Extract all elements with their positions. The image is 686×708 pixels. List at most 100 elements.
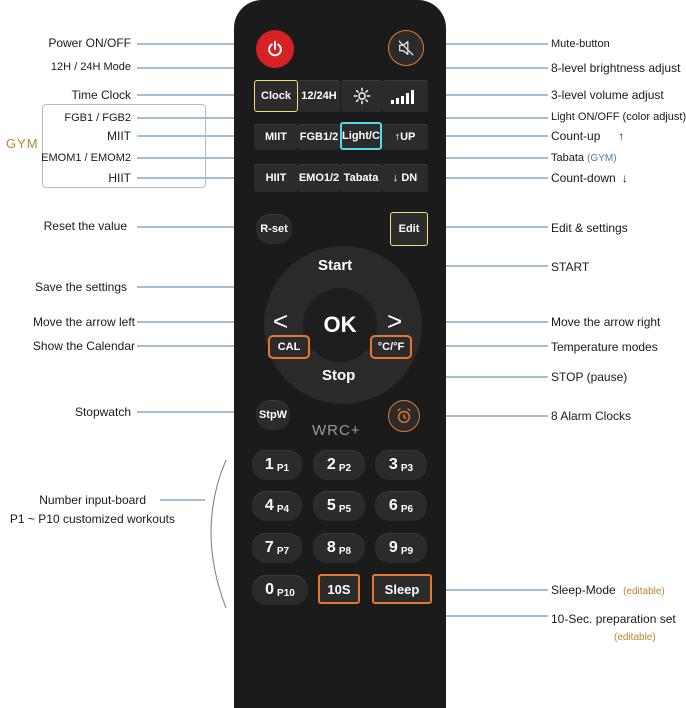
right-arrow-button[interactable]: > <box>387 306 403 336</box>
label-count-down-text: Count-down <box>551 171 616 185</box>
label-edit: Edit & settings <box>551 221 628 235</box>
clock-button[interactable]: Clock <box>254 80 298 112</box>
mute-button[interactable] <box>388 30 424 66</box>
ok-button[interactable]: OK <box>303 288 377 362</box>
label-tabata-text: Tabata <box>551 152 585 164</box>
num-8-preset: P8 <box>338 545 352 557</box>
gym-bracket <box>42 104 206 188</box>
hiit-button[interactable]: HIIT <box>254 164 298 192</box>
stopwatch-button[interactable]: StpW <box>256 400 290 430</box>
volume-button[interactable] <box>382 80 428 112</box>
num-6-digit: 6 <box>388 497 398 514</box>
label-workouts: P1 ~ P10 customized workouts <box>9 512 175 526</box>
power-button[interactable] <box>256 30 294 68</box>
left-arrow-button[interactable]: < <box>273 306 289 336</box>
start-button[interactable]: Start <box>318 257 353 274</box>
label-save: Save the settings <box>34 280 127 294</box>
label-number-board: Number input-board <box>39 493 146 507</box>
label-prep-note: (editable) <box>614 632 656 643</box>
num-6-preset: P6 <box>400 503 414 515</box>
num-2-preset: P2 <box>338 462 352 474</box>
label-emom: EMOM1 / EMOM2 <box>41 152 131 164</box>
count-down-arrow-icon: ↓ <box>621 171 628 185</box>
num-4-digit: 4 <box>264 497 274 514</box>
mute-speaker-icon <box>398 40 414 56</box>
light-button[interactable]: Light/C <box>340 122 382 150</box>
label-count-up: Count-up ↑ <box>551 129 624 143</box>
num-9-preset: P9 <box>400 545 414 557</box>
label-power: Power ON/OFF <box>48 36 131 50</box>
brightness-button[interactable] <box>341 80 382 112</box>
num-5-digit: 5 <box>326 497 336 514</box>
emom-button[interactable]: EMO1/2 <box>298 164 340 192</box>
brand-logo: WRC+ <box>312 422 361 439</box>
label-brightness: 8-level brightness adjust <box>551 61 681 75</box>
num-8-digit: 8 <box>326 539 336 556</box>
label-prep: 10-Sec. preparation set <box>551 612 676 626</box>
num-3-digit: 3 <box>388 456 398 473</box>
label-tabata: Tabata (GYM) <box>551 151 617 166</box>
sleep-button[interactable]: Sleep <box>372 574 432 604</box>
stop-button[interactable]: Stop <box>322 367 356 384</box>
label-temp: Temperature modes <box>551 340 658 354</box>
count-up-arrow-icon: ↑ <box>618 129 625 143</box>
label-time-clock: Time Clock <box>71 88 131 102</box>
alarm-button[interactable] <box>388 400 420 432</box>
tabata-button[interactable]: Tabata <box>340 164 382 192</box>
down-button[interactable]: ↓ DN <box>382 164 428 192</box>
label-light: Light ON/OFF (color adjust) <box>551 110 686 124</box>
calendar-button[interactable]: CAL <box>268 335 310 359</box>
sun-icon <box>353 87 370 105</box>
label-stop: STOP (pause) <box>551 370 628 384</box>
num-1-digit: 1 <box>264 456 274 473</box>
label-alarm: 8 Alarm Clocks <box>551 409 632 423</box>
power-icon <box>268 40 282 57</box>
label-move-right: Move the arrow right <box>551 315 661 329</box>
num-2-digit: 2 <box>326 456 336 473</box>
label-light-text: Light ON/OFF <box>551 111 620 123</box>
num-9-digit: 9 <box>388 539 398 556</box>
num-4-preset: P4 <box>276 503 290 515</box>
num-3-preset: P3 <box>400 462 414 474</box>
num-7-digit: 7 <box>264 539 274 556</box>
label-calendar: Show the Calendar <box>32 339 135 353</box>
edit-button[interactable]: Edit <box>390 212 428 246</box>
12-24h-button[interactable]: 12/24H <box>298 80 340 112</box>
miit-button[interactable]: MIIT <box>254 124 298 150</box>
label-count-up-text: Count-up <box>551 129 601 143</box>
num-1-preset: P1 <box>276 462 290 474</box>
label-miit: MIIT <box>107 129 131 143</box>
label-stopwatch: Stopwatch <box>74 405 131 419</box>
ten-seconds-button[interactable]: 10S <box>318 574 360 604</box>
label-count-down: Count-down ↓ <box>551 171 628 185</box>
fgb-button[interactable]: FGB1/2 <box>298 124 340 150</box>
reset-button[interactable]: R-set <box>256 214 292 244</box>
num-7-preset: P7 <box>276 545 290 557</box>
num-0-digit: 0 <box>265 581 275 598</box>
label-tabata-note: (GYM) <box>587 153 617 164</box>
gym-label: GYM <box>6 136 39 151</box>
label-reset: Reset the value <box>43 219 127 233</box>
label-volume: 3-level volume adjust <box>551 88 664 102</box>
temperature-button[interactable]: °C/°F <box>370 335 412 359</box>
label-12-24: 12H / 24H Mode <box>50 61 131 73</box>
label-start: START <box>551 260 590 274</box>
label-fgb: FGB1 / FGB2 <box>64 112 131 124</box>
up-button[interactable]: ↑UP <box>382 124 428 150</box>
number-bracket <box>210 459 227 609</box>
label-sleep-note: (editable) <box>623 586 665 597</box>
num-0-preset: P10 <box>277 587 295 599</box>
num-5-preset: P5 <box>338 503 352 515</box>
